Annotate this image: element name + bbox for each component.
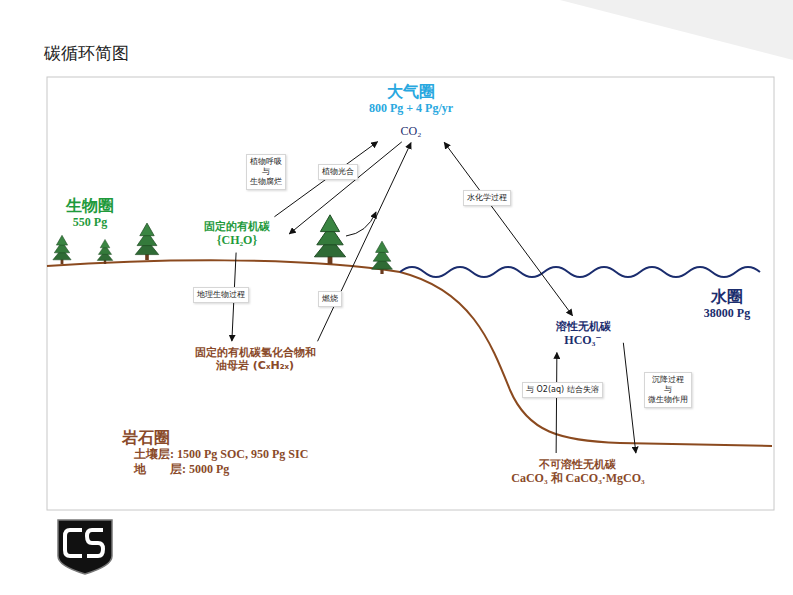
flow-arrow bbox=[289, 142, 401, 234]
tree bbox=[53, 235, 71, 264]
node-heading: 大气圈 bbox=[369, 82, 453, 101]
sphere-label: 固定的有机碳{CH₂O} bbox=[202, 218, 272, 250]
flow-arrow bbox=[556, 353, 558, 453]
process-label: 植物呼吸 与 生物腐烂 bbox=[246, 154, 286, 190]
process-label: 燃烧 bbox=[318, 291, 342, 307]
node-value: 土壤层: 1500 Pg SOC, 950 Pg SIC bbox=[122, 447, 308, 461]
sphere-label: 水圈38000 Pg bbox=[702, 285, 752, 323]
frame bbox=[47, 77, 774, 510]
node-heading: 固定的有机碳 bbox=[204, 220, 270, 233]
diagram-title: 碳循环简图 bbox=[44, 42, 129, 65]
process-label: 水化学过程 bbox=[463, 190, 511, 206]
node-heading: 不可溶性无机碳 bbox=[511, 458, 644, 471]
node-heading: 水圈 bbox=[704, 287, 750, 306]
tree bbox=[372, 241, 393, 274]
node-heading: 岩石圈 bbox=[122, 428, 308, 447]
process-label: 沉降过程 与 微生物作用 bbox=[644, 372, 692, 408]
sphere-label: 溶性无机碳HCO₃⁻ bbox=[554, 318, 613, 350]
flow-arrow bbox=[318, 143, 411, 342]
sphere-label: 大气圈800 Pg + 4 Pg/yrCO₂ bbox=[367, 80, 455, 140]
sphere-label: 岩石圈土壤层: 1500 Pg SOC, 950 Pg SIC地 层: 5000… bbox=[120, 426, 310, 478]
ground-line bbox=[47, 260, 772, 446]
node-value: 550 Pg bbox=[66, 215, 114, 229]
sphere-label: 不可溶性无机碳CaCO₃ 和 CaCO₃·MgCO₃ bbox=[509, 456, 646, 488]
process-label: 地理生物过程 bbox=[193, 287, 249, 303]
node-value: 800 Pg + 4 Pg/yr bbox=[369, 101, 453, 115]
node-heading: 生物圈 bbox=[66, 196, 114, 215]
sphere-label: 生物圈550 Pg bbox=[64, 194, 116, 232]
tree bbox=[314, 215, 345, 264]
flow-arrow bbox=[623, 343, 636, 453]
node-heading: 溶性无机碳 bbox=[556, 320, 611, 333]
node-value: HCO₃⁻ bbox=[556, 333, 611, 347]
node-value: CaCO₃ 和 CaCO₃·MgCO₃ bbox=[511, 471, 644, 485]
process-label: 与 O2(aq) 结合失溶 bbox=[522, 382, 603, 398]
node-value: 地 层: 5000 Pg bbox=[122, 462, 308, 476]
water-surface bbox=[400, 267, 760, 277]
flow-arrow bbox=[274, 142, 377, 217]
tree bbox=[135, 223, 158, 260]
process-label: 植物光合 bbox=[318, 164, 358, 180]
tree bbox=[97, 239, 113, 264]
node-value: {CH₂O} bbox=[204, 233, 270, 247]
flow-arrow bbox=[444, 142, 572, 315]
uptake-arrow bbox=[346, 212, 376, 236]
sphere-label: 固定的有机碳氢化合物和 油母岩 (CₓH₂ₓ) bbox=[187, 344, 323, 374]
logo bbox=[58, 520, 112, 574]
node-heading: 固定的有机碳氢化合物和 油母岩 (CₓH₂ₓ) bbox=[189, 346, 321, 372]
node-value: CO₂ bbox=[369, 124, 453, 138]
corner-decoration bbox=[560, 0, 793, 60]
node-value: 38000 Pg bbox=[704, 306, 750, 320]
